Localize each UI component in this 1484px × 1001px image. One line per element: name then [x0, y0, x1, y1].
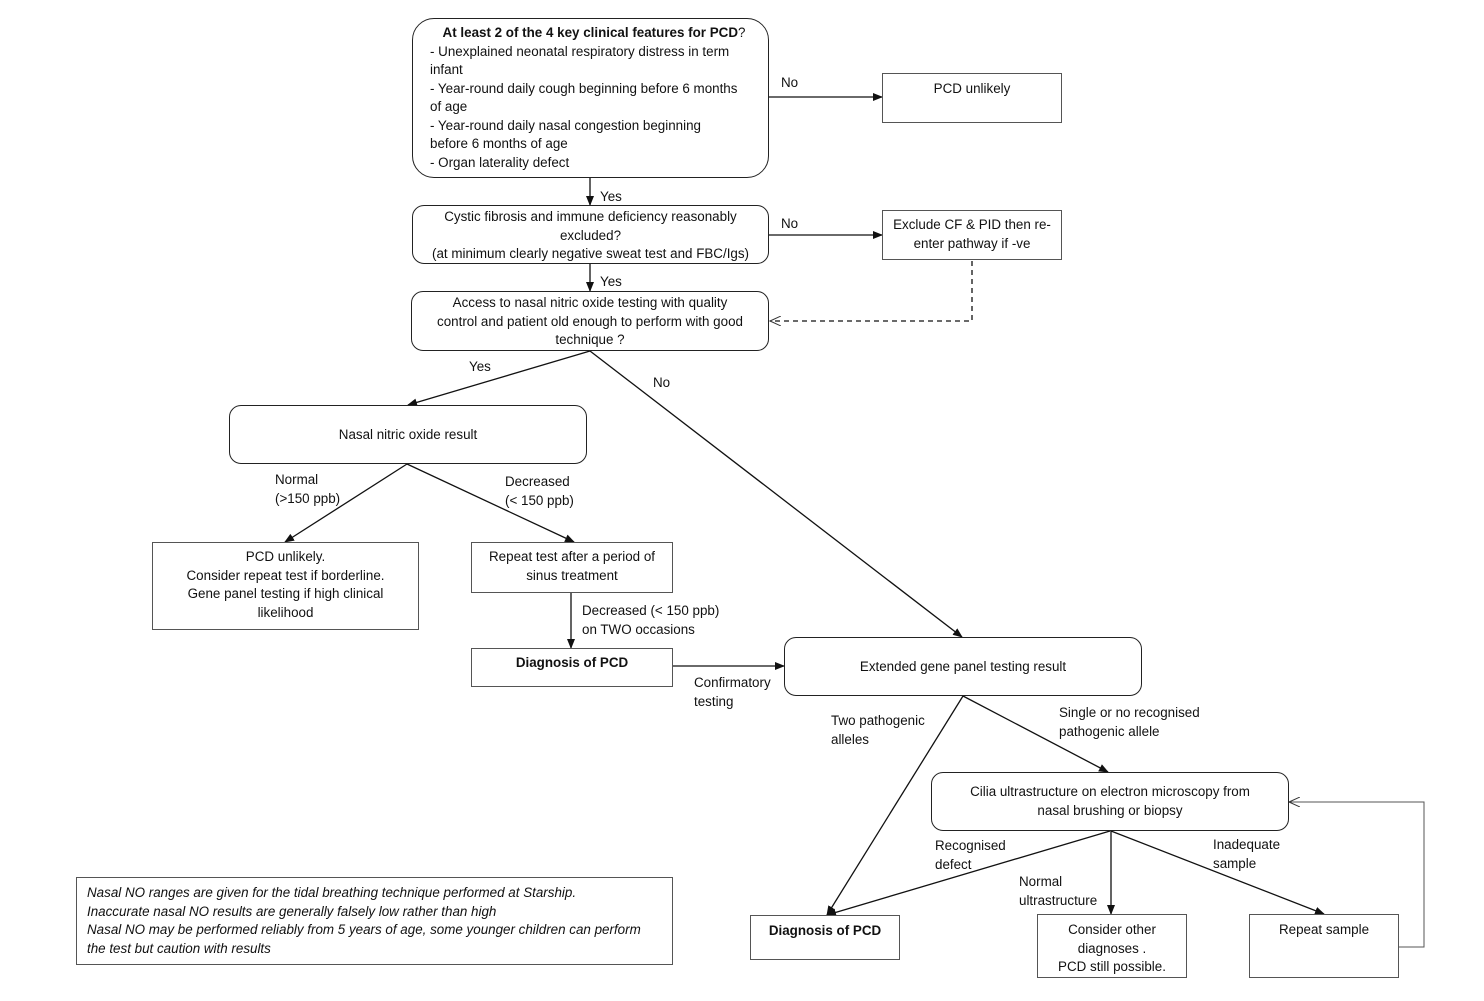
arrow-exclude-reenter	[770, 261, 973, 321]
footnote-box: Nasal NO ranges are given for the tidal …	[76, 877, 673, 965]
label-no-1: No	[781, 75, 799, 90]
diagnosis-pcd-bottom-box: Diagnosis of PCD	[750, 915, 900, 960]
footnote-line: Nasal NO ranges are given for the tidal …	[87, 885, 577, 900]
cilia-ultrastructure-box: Cilia ultrastructure on electron microsc…	[931, 772, 1289, 831]
label-normal-ultrastructure: Normal ultrastructure	[1019, 874, 1098, 908]
arrow-cilia-to-repeat	[1110, 830, 1325, 915]
label-inadequate-sample: Inadequate sample	[1213, 837, 1281, 871]
cf-excluded-box: Cystic fibrosis and immune deficiency re…	[412, 205, 769, 264]
repeat-sample-box: Repeat sample	[1249, 914, 1399, 978]
pcd-unlikely-box: PCD unlikely	[882, 73, 1062, 123]
exclude-cf-box: Exclude CF & PID then re- enter pathway …	[882, 210, 1062, 260]
key-features-line: of age	[430, 99, 468, 114]
arrow-nno-access-to-result	[407, 350, 591, 407]
arrow-nno-access-to-gene	[589, 350, 963, 638]
footnote-line: Nasal NO may be performed reliably from …	[87, 922, 641, 937]
diagnosis-pcd-box: Diagnosis of PCD	[471, 648, 673, 687]
repeat-test-box: Repeat test after a period of sinus trea…	[471, 542, 673, 593]
label-no-2: No	[781, 216, 799, 231]
arrow-result-to-unlikely	[284, 463, 408, 543]
key-features-line: infant	[430, 62, 463, 77]
arrow-gene-to-diagnosis	[826, 695, 964, 916]
label-yes-2: Yes	[600, 274, 622, 289]
key-features-line: - Unexplained neonatal respiratory distr…	[430, 43, 730, 59]
label-confirmatory-testing: Confirmatory testing	[694, 675, 771, 709]
arrow-gene-to-cilia	[962, 695, 1109, 773]
key-features-line: - Year-round daily nasal congestion begi…	[430, 117, 701, 133]
arrow-repeat-loop	[1289, 802, 1425, 948]
label-single-allele: Single or no recognised pathogenic allel…	[1059, 705, 1200, 739]
nno-access-box: Access to nasal nitric oxide testing wit…	[411, 291, 769, 351]
label-yes-3: Yes	[469, 359, 491, 374]
gene-panel-box: Extended gene panel testing result	[784, 637, 1142, 696]
label-no-3: No	[653, 375, 671, 390]
key-features-box: At least 2 of the 4 key clinical feature…	[412, 18, 769, 178]
arrow-result-to-repeat	[406, 463, 575, 543]
label-two-pathogenic-alleles: Two pathogenic alleles	[831, 713, 925, 747]
label-yes-1: Yes	[600, 189, 622, 204]
pcd-unlikely-consider-box: PCD unlikely. Consider repeat test if bo…	[152, 542, 419, 630]
key-features-line: before 6 months of age	[430, 136, 568, 151]
footnote-line: the test but caution with results	[87, 940, 271, 956]
label-normal: Normal (>150 ppb)	[275, 472, 341, 506]
footnote-line: Inaccurate nasal NO results are generall…	[87, 903, 497, 919]
key-features-title: At least 2 of the 4 key clinical feature…	[442, 25, 738, 40]
arrow-cilia-to-diagnosis	[826, 830, 1111, 917]
key-features-line: - Organ laterality defect	[430, 154, 570, 170]
key-features-line: - Year-round daily cough beginning befor…	[430, 80, 738, 96]
nno-result-box: Nasal nitric oxide result	[229, 405, 587, 464]
consider-other-box: Consider other diagnoses . PCD still pos…	[1037, 914, 1187, 978]
label-decreased-two-occasions: Decreased (< 150 ppb) on TWO occasions	[582, 603, 720, 637]
label-recognised-defect: Recognised defect	[935, 838, 1006, 872]
label-decreased: Decreased (< 150 ppb)	[505, 474, 574, 508]
